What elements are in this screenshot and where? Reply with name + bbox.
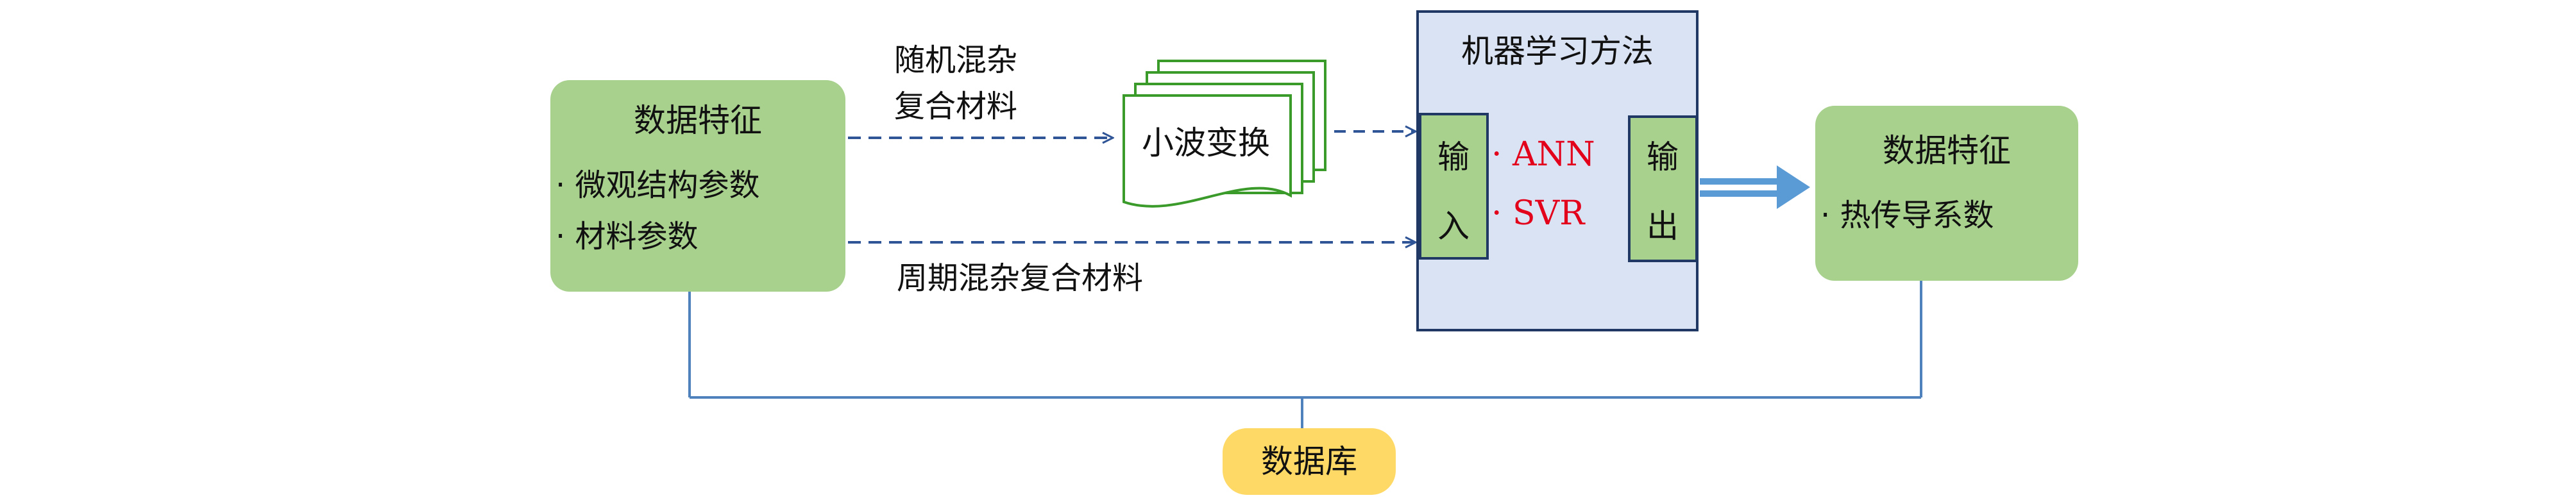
method-svr: · SVR — [1491, 194, 1586, 233]
wavelet-transform-label: 小波变换 — [1142, 124, 1270, 162]
wavelet-transform-box — [1123, 60, 1326, 208]
periodic-composite-label: 周期混杂复合材料 — [897, 260, 1143, 296]
database-label: 数据库 — [1261, 443, 1357, 480]
output-feature-box: 数据特征 · 热传导系数 — [1815, 106, 2078, 281]
ml-input-label-1: 输 — [1437, 138, 1470, 176]
output-feature-bullet-1: · 热传导系数 — [1820, 197, 1994, 233]
ml-output-box — [1628, 115, 1698, 262]
database-box: 数据库 — [1223, 428, 1396, 495]
ml-input-label-2: 入 — [1437, 208, 1470, 245]
ml-to-output-arrow — [1700, 165, 1810, 209]
database-connector — [688, 281, 1922, 428]
method-ann: · ANN — [1491, 135, 1595, 174]
input-feature-title: 数据特征 — [634, 102, 762, 139]
ml-box-title: 机器学习方法 — [1461, 33, 1654, 70]
machine-learning-box: 机器学习方法 输 入 · ANN · SVR 输 出 — [1416, 10, 1699, 331]
random-composite-label-line1: 随机混杂 — [894, 42, 1017, 78]
ml-output-label-2: 出 — [1647, 208, 1679, 245]
input-feature-bullet-2: · 材料参数 — [555, 219, 699, 254]
output-feature-title: 数据特征 — [1883, 132, 2011, 169]
ml-input-box — [1419, 113, 1489, 260]
ml-output-label-1: 输 — [1647, 138, 1679, 176]
input-feature-bullet-1: · 微观结构参数 — [555, 167, 760, 203]
random-composite-label-line2: 复合材料 — [894, 88, 1017, 124]
input-feature-box: 数据特征 · 微观结构参数 · 材料参数 — [550, 80, 845, 292]
